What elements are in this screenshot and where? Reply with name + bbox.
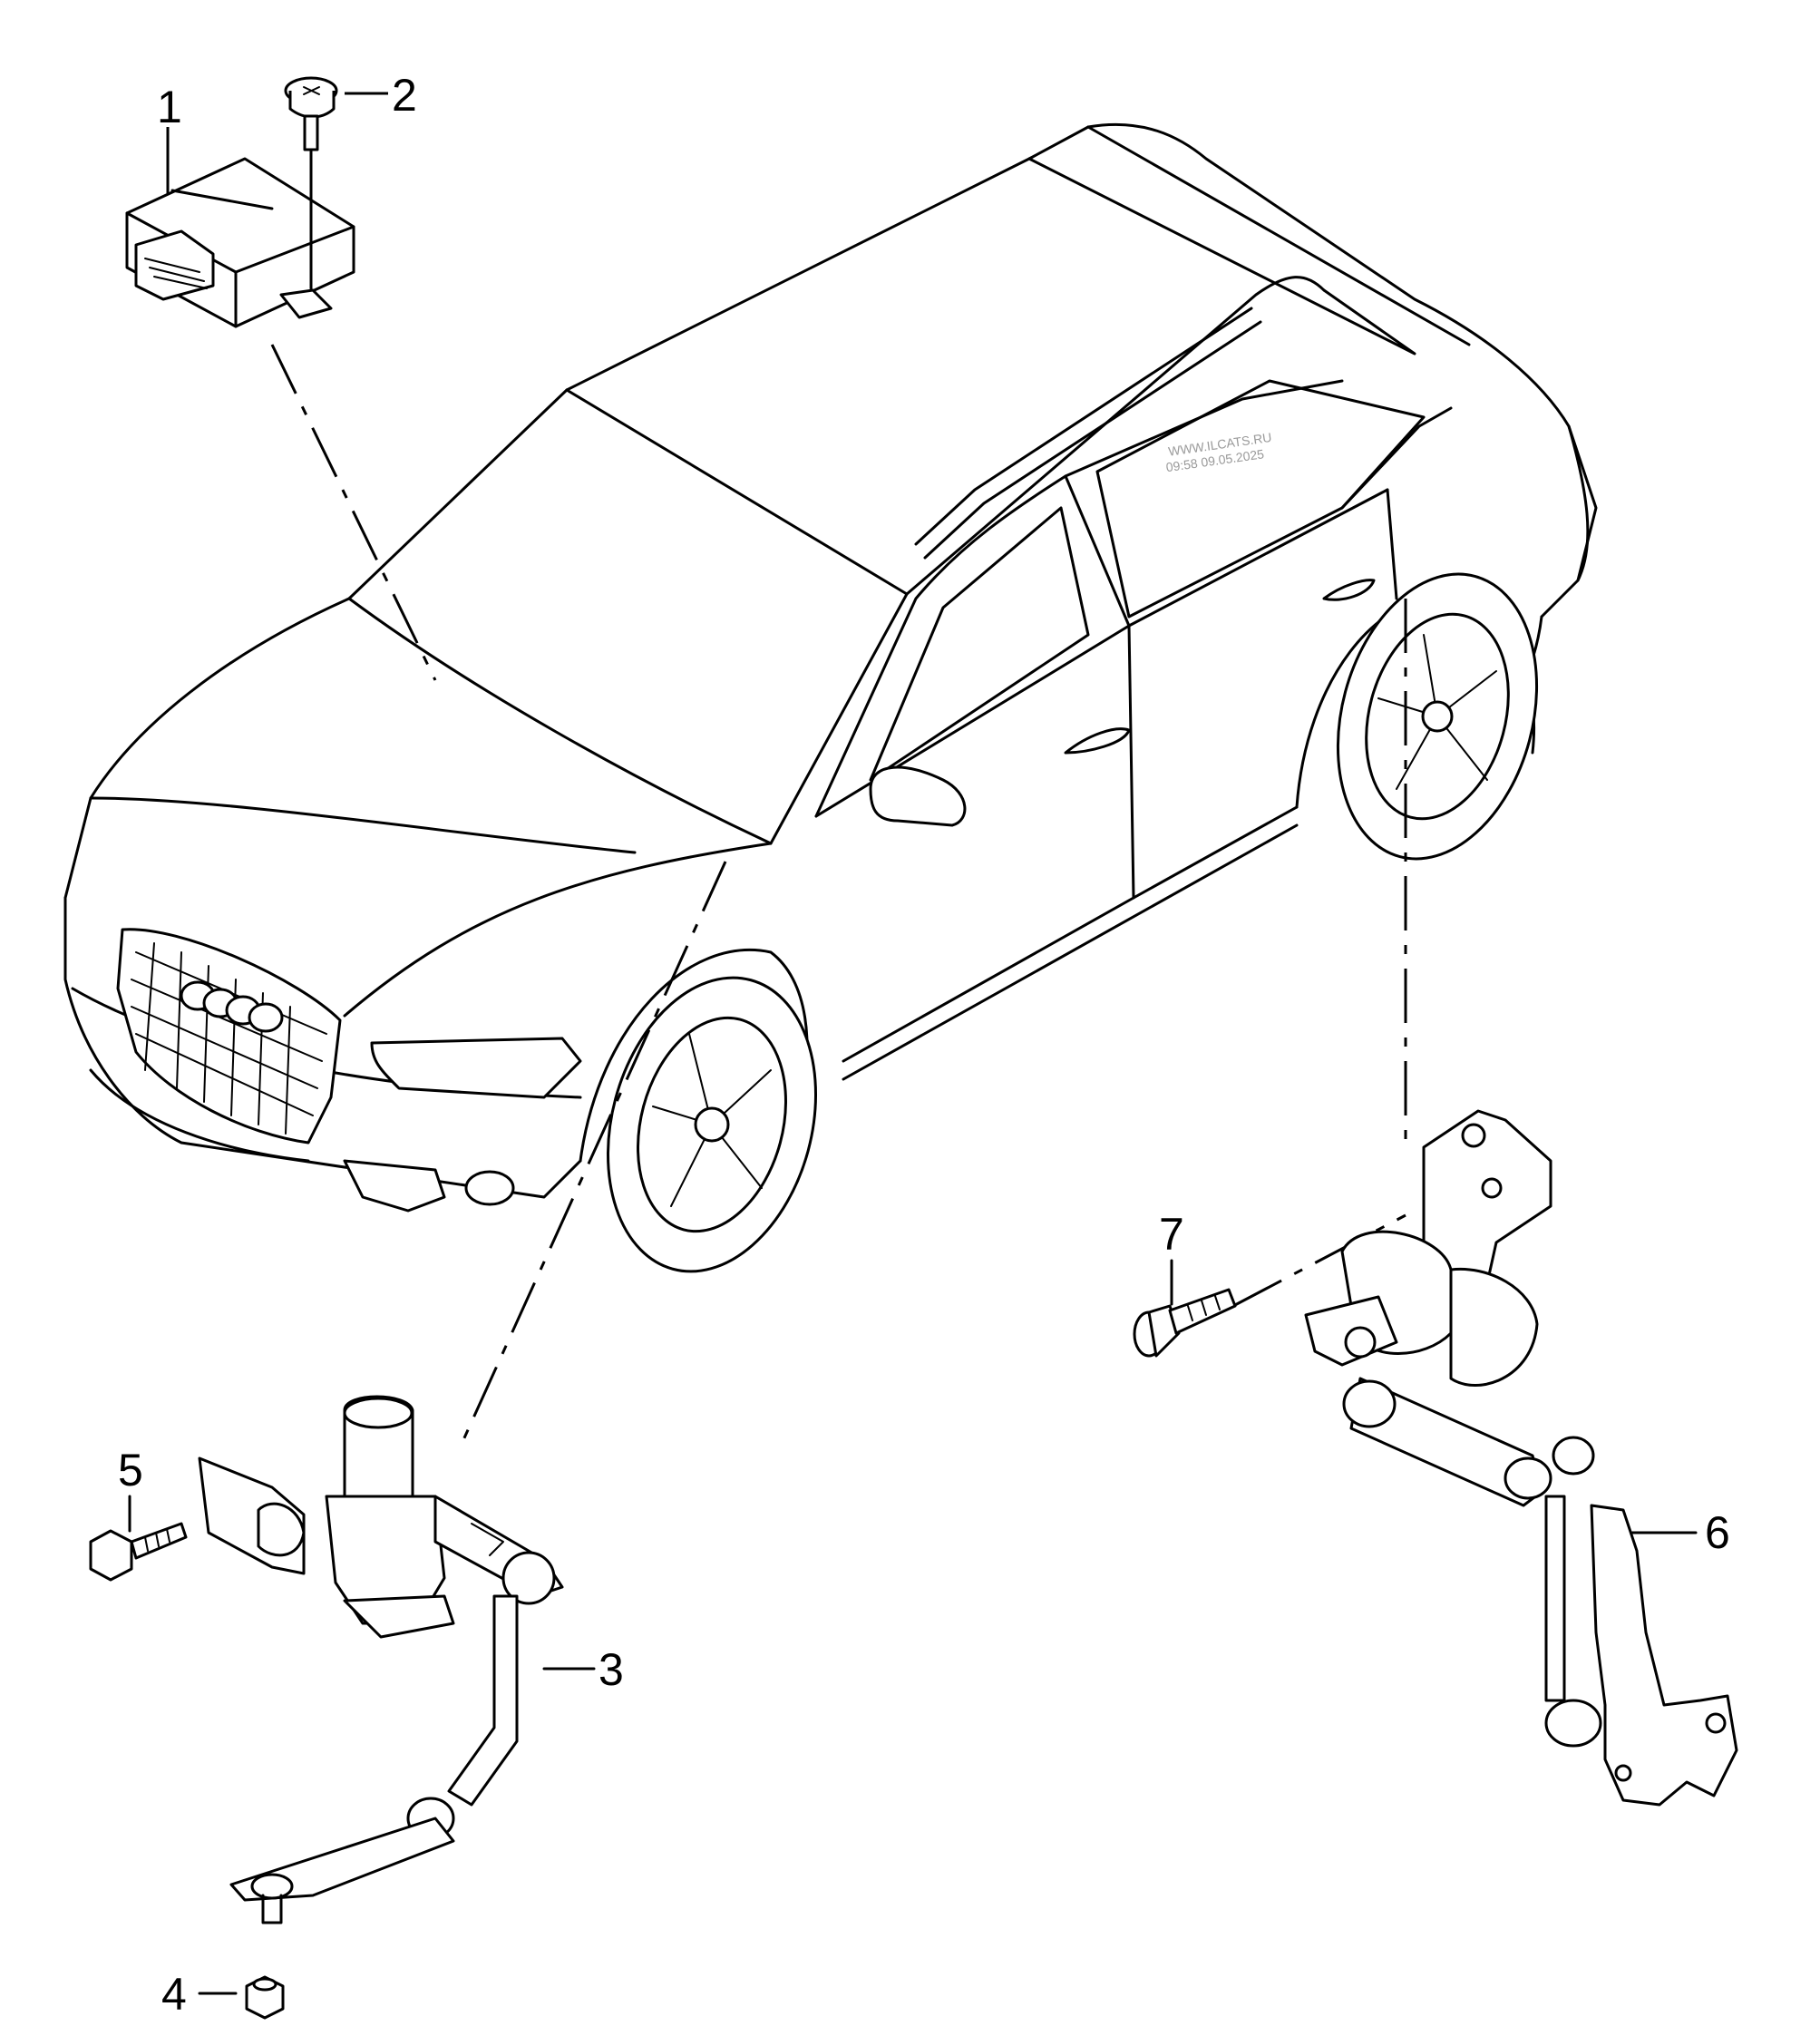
rear-wheel <box>1295 572 1539 861</box>
vehicle-illustration <box>63 122 1598 1273</box>
callout-2: 2 <box>392 70 417 121</box>
part-2-screw <box>284 76 338 290</box>
watermark: WWW.ILCATS.RU 09:58 09.05.2025 <box>1165 430 1273 474</box>
part-1-control-unit <box>125 157 355 328</box>
callout-4: 4 <box>161 1969 187 2020</box>
part-7-screw <box>1133 1259 1237 1358</box>
callout-1: 1 <box>157 82 182 132</box>
callout-3: 3 <box>599 1644 624 1695</box>
callout-labels: 1 2 3 4 5 6 7 <box>118 70 1730 2020</box>
part-4-nut <box>198 1975 285 2020</box>
audi-logo <box>180 980 284 1033</box>
locator-lines <box>270 344 1407 1443</box>
part-5-bolt <box>89 1495 188 1582</box>
callout-5: 5 <box>118 1445 143 1495</box>
part-6-level-sensor-rear <box>1304 1109 1738 1807</box>
part-3-level-sensor-front <box>198 1395 596 1924</box>
front-wheel <box>579 949 818 1273</box>
callout-7: 7 <box>1159 1209 1184 1260</box>
callout-6: 6 <box>1705 1507 1730 1558</box>
